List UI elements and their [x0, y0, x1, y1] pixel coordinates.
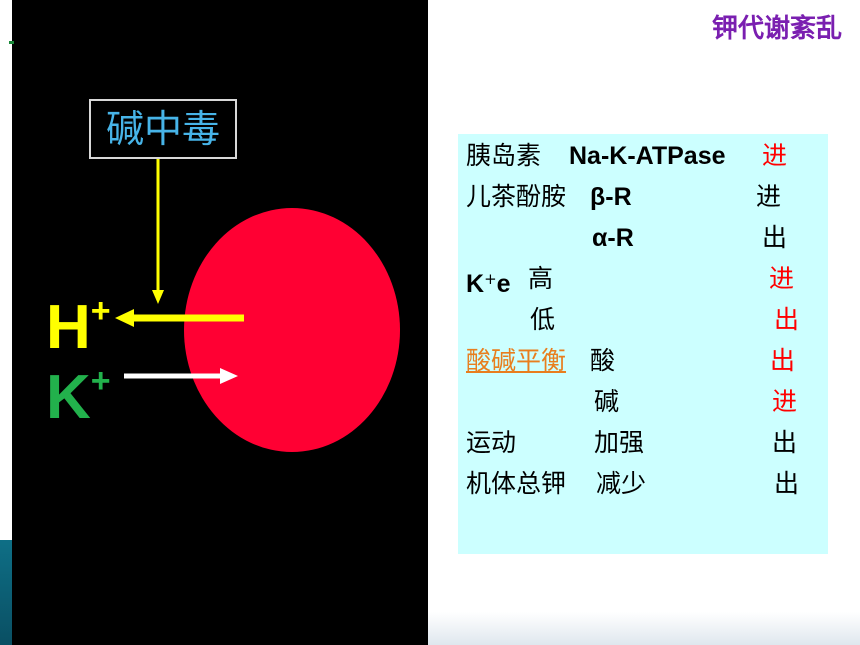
hydrogen-ion-label: H+: [46, 292, 111, 362]
table-row: K+e 高 进: [466, 264, 795, 298]
decorative-tick: [9, 41, 14, 44]
acid-base-link[interactable]: 酸碱平衡: [466, 346, 567, 375]
k-arrow-head: [220, 368, 238, 384]
table-row: 运动 加强 出: [466, 428, 798, 457]
table-row: 儿茶酚胺 β-R 进: [466, 182, 782, 211]
table-row: 机体总钾 减少 出: [466, 469, 800, 498]
cell-circle: [184, 208, 400, 452]
potassium-ion-label: K+: [46, 362, 111, 432]
teal-corner-accent: [0, 540, 14, 645]
bottom-gradient-strip: [428, 612, 860, 645]
table-row: 胰岛素 Na-K-ATPase 进: [466, 141, 788, 170]
table-row: 酸碱平衡 酸 出: [466, 346, 796, 375]
slide-title: 钾代谢紊乱: [711, 14, 842, 44]
h-arrow-head: [115, 309, 134, 327]
alkalosis-label-box: 碱中毒: [89, 99, 237, 159]
factor-table-panel: 胰岛素 Na-K-ATPase 进 儿茶酚胺 β-R 进 α-R 出 K+e 高…: [458, 134, 828, 554]
box-down-arrow-head: [152, 290, 164, 304]
